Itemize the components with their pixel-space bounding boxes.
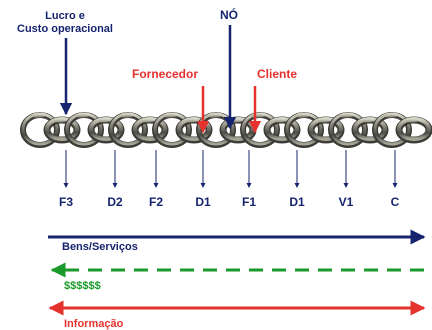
chain-link-shine [184, 119, 198, 123]
supplier-label: Fornecedor [132, 67, 198, 81]
chain-link [152, 112, 192, 148]
link-tick-arrowhead [392, 183, 398, 188]
chain-link-shine [272, 119, 286, 123]
chain-link [372, 112, 412, 148]
chain-link-highlight [265, 117, 299, 141]
chain-link-highlight [45, 117, 79, 141]
chain-link-shine [96, 119, 110, 123]
profit-label-line2: Custo operacional [17, 23, 113, 35]
chain-link-highlight [241, 112, 279, 146]
chain-link-highlight [153, 112, 191, 146]
chain-link-highlight [353, 117, 387, 141]
link-label: V1 [339, 195, 354, 209]
chain-link [351, 116, 389, 144]
chain-link-highlight [21, 112, 59, 146]
chain-link [395, 116, 432, 144]
chain-link [240, 112, 280, 148]
link-label: D1 [195, 195, 211, 209]
money-flow-label: $$$$$$ [64, 280, 101, 292]
chain-link-highlight [133, 117, 167, 141]
metal-chain [20, 112, 432, 148]
chain-link [131, 116, 169, 144]
profit-label-line1: Lucro e [45, 10, 85, 22]
chain-link-shine [337, 114, 353, 118]
chain-link-shine [360, 119, 374, 123]
chain-link-highlight [109, 112, 147, 146]
chain-link-shine [249, 114, 265, 118]
link-tick-arrowhead [200, 183, 206, 188]
chain-link-shine [316, 119, 330, 123]
link-label: D2 [107, 195, 123, 209]
link-label: D1 [289, 195, 305, 209]
chain-link-shine [404, 119, 418, 123]
link-tick-arrowhead [153, 183, 159, 188]
chain-link-highlight [397, 117, 431, 141]
chain-link-highlight [373, 112, 411, 146]
node-label: NÓ [220, 7, 238, 22]
chain-link [20, 112, 60, 148]
link-tick-arrowhead [112, 183, 118, 188]
chain-link-highlight [329, 112, 367, 146]
link-ticks: F3 D2 F2 D1 F1 D1 V1 C [59, 150, 400, 209]
link-label: F3 [59, 195, 73, 209]
client-label: Cliente [257, 67, 297, 81]
chain-link [263, 116, 301, 144]
link-tick-arrowhead [343, 183, 349, 188]
goods-flow-label: Bens/Serviços [62, 241, 138, 253]
link-tick-arrowhead [246, 183, 252, 188]
chain-link-highlight [309, 117, 343, 141]
link-tick-arrowhead [63, 183, 69, 188]
chain-link [284, 112, 324, 148]
chain-link [43, 116, 81, 144]
chain-link [307, 116, 345, 144]
chain-link-shine [381, 114, 397, 118]
chain-link-highlight [285, 112, 323, 146]
link-label: F1 [242, 195, 256, 209]
chain-link-shine [161, 114, 177, 118]
chain-link [108, 112, 148, 148]
chain-link-shine [73, 114, 89, 118]
chain-link-shine [140, 119, 154, 123]
chain-link-shine [29, 114, 45, 118]
chain-link-shine [293, 114, 309, 118]
chain-link [328, 112, 368, 148]
link-label: F2 [149, 195, 163, 209]
link-tick-arrowhead [294, 183, 300, 188]
info-flow-label: Informação [64, 318, 124, 330]
chain-link [87, 116, 125, 144]
chain-link-shine [52, 119, 66, 123]
chain-link-shine [205, 114, 221, 118]
link-label: C [391, 195, 400, 209]
chain-link-highlight [89, 117, 123, 141]
chain-link-highlight [65, 112, 103, 146]
chain-link [64, 112, 104, 148]
chain-link-shine [117, 114, 133, 118]
